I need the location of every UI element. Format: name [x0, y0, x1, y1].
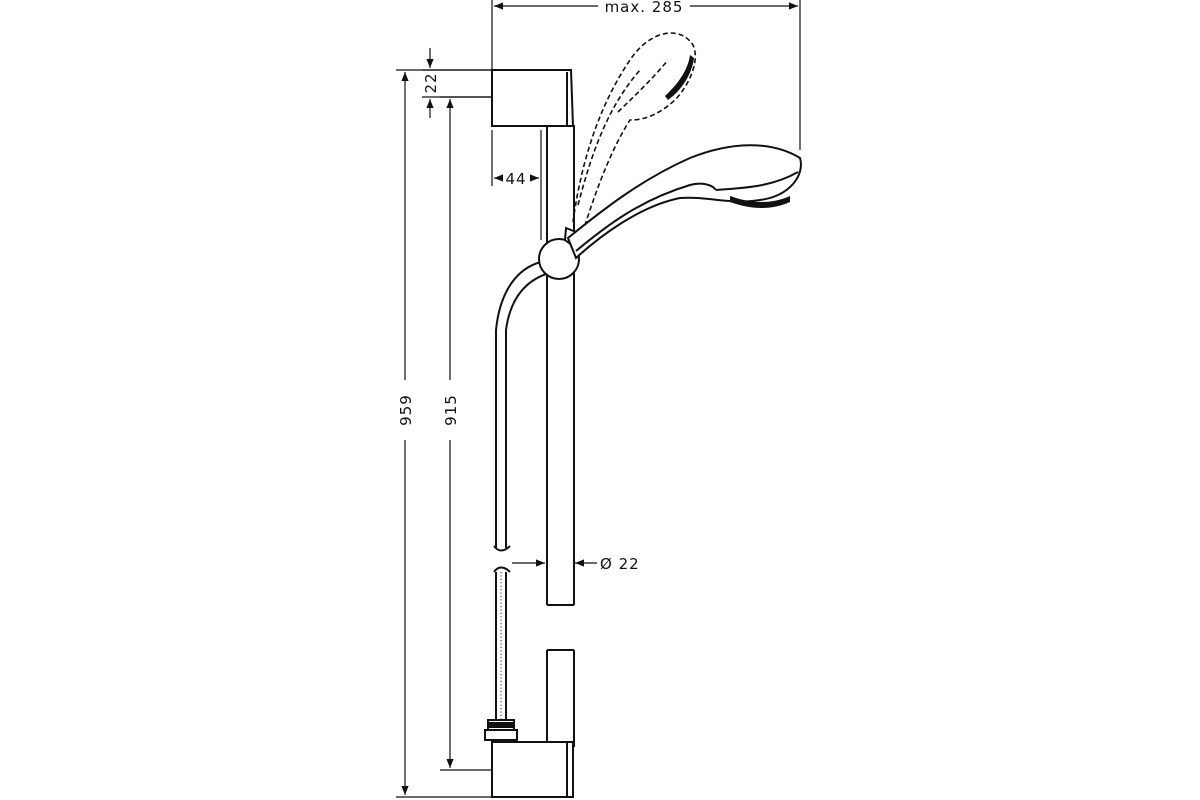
dimension-rail-diameter: Ø 22 — [512, 555, 640, 573]
dimension-top-bracket-label: 22 — [422, 72, 440, 93]
dimension-max-width: max. 285 — [491, 0, 801, 150]
top-wall-bracket — [491, 69, 575, 127]
dimension-bracket-depth-label: 44 — [505, 170, 526, 188]
shower-hose — [484, 261, 547, 741]
dimension-bracket-spacing-label: 915 — [442, 394, 460, 426]
hand-shower — [566, 144, 802, 260]
dimension-overall-height: 959 — [396, 69, 492, 798]
bottom-wall-bracket — [491, 741, 574, 798]
shower-rail — [540, 125, 582, 747]
dimension-bracket-depth: 44 — [491, 130, 542, 240]
dimension-overall-height-label: 959 — [397, 394, 415, 426]
dimension-max-width-label: max. 285 — [605, 0, 684, 16]
dimension-top-bracket: 22 — [422, 48, 492, 118]
dimension-bracket-spacing: 915 — [440, 96, 492, 771]
hand-shower-alternate-position — [572, 32, 697, 226]
dimension-rail-diameter-label: Ø 22 — [600, 555, 640, 573]
